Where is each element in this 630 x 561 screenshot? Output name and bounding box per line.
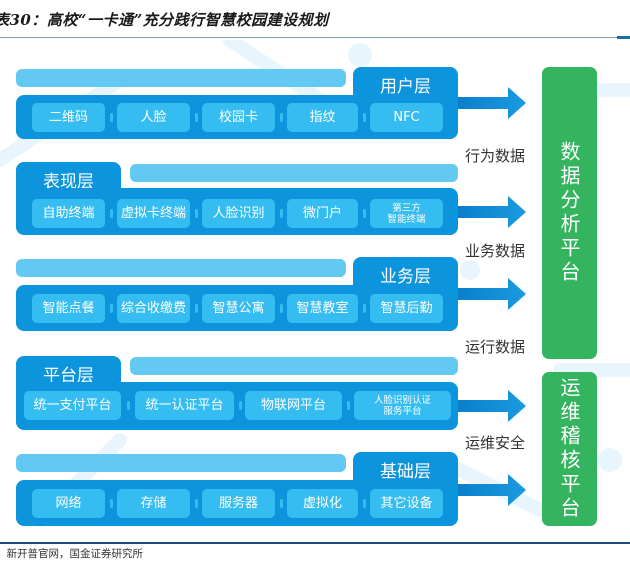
- platform-label: 运维稽核平台: [557, 377, 581, 521]
- separator: [195, 499, 198, 508]
- platform-label: 数据分析平台: [557, 141, 581, 285]
- layer-item: 智能点餐: [32, 294, 105, 323]
- source-note: ：新开普官网，国金证券研究所: [0, 548, 143, 560]
- arrow-right-icon: [458, 196, 526, 228]
- layer-bar: [16, 259, 346, 277]
- layer-item: 智慧教室: [287, 294, 358, 323]
- layer-item: 人脸识别认证 服务平台: [354, 391, 451, 420]
- bottom-divider: [0, 542, 630, 544]
- top-divider: [0, 37, 630, 38]
- separator: [195, 209, 198, 218]
- separator: [363, 499, 366, 508]
- layer-item: 统一认证平台: [135, 391, 234, 420]
- layer-item: 指纹: [287, 103, 358, 132]
- layer-item: 物联网平台: [245, 391, 342, 420]
- layer-item: 服务器: [202, 489, 275, 518]
- separator: [195, 113, 198, 122]
- separator: [110, 209, 113, 218]
- layer-item: 人脸识别: [202, 199, 275, 228]
- layer-item: 智慧公寓: [202, 294, 275, 323]
- layer-bar: [130, 357, 458, 375]
- layer-bar: [16, 454, 346, 472]
- flow-label-behavior-data: 行为数据: [465, 147, 526, 165]
- flow-label-ops-security: 运维安全: [465, 434, 526, 452]
- arrow-right-icon: [458, 87, 526, 119]
- arrow-right-icon: [458, 474, 526, 506]
- layer-item: 其它设备: [370, 489, 443, 518]
- layer-bar: [16, 69, 346, 87]
- data-analysis-platform: 数据分析平台: [542, 67, 597, 359]
- layer-item: 自助终端: [32, 199, 105, 228]
- separator: [280, 499, 283, 508]
- ops-audit-platform: 运维稽核平台: [542, 372, 597, 526]
- separator: [363, 209, 366, 218]
- separator: [363, 113, 366, 122]
- layer-item: 二维码: [32, 103, 105, 132]
- layer-bar: [130, 164, 458, 182]
- top-divider-accent: [617, 36, 630, 39]
- arrow-right-icon: [458, 390, 526, 422]
- layer-item: 统一支付平台: [24, 391, 121, 420]
- separator: [127, 401, 130, 410]
- separator: [280, 113, 283, 122]
- layer-item: NFC: [370, 103, 443, 132]
- layer-item: 综合收缴费: [117, 294, 190, 323]
- separator: [239, 401, 242, 410]
- layer-item: 虚拟化: [287, 489, 358, 518]
- separator: [110, 499, 113, 508]
- layer-item: 人脸: [117, 103, 190, 132]
- layer-item: 网络: [32, 489, 105, 518]
- separator: [280, 304, 283, 313]
- layer-item: 虚拟卡终端: [117, 199, 190, 228]
- flow-label-operation-data: 运行数据: [465, 338, 526, 356]
- separator: [347, 401, 350, 410]
- figure-title: 表30：高校“一卡通”充分践行智慧校园建设规划: [0, 11, 329, 29]
- layer-item: 存储: [117, 489, 190, 518]
- flow-label-business-data: 业务数据: [465, 242, 526, 260]
- layer-item: 微门户: [287, 199, 358, 228]
- layer-item: 智慧后勤: [370, 294, 443, 323]
- layer-item: 校园卡: [202, 103, 275, 132]
- separator: [280, 209, 283, 218]
- arrow-right-icon: [458, 278, 526, 310]
- separator: [110, 113, 113, 122]
- separator: [363, 304, 366, 313]
- separator: [195, 304, 198, 313]
- layer-item: 第三方 智能终端: [370, 199, 443, 228]
- separator: [110, 304, 113, 313]
